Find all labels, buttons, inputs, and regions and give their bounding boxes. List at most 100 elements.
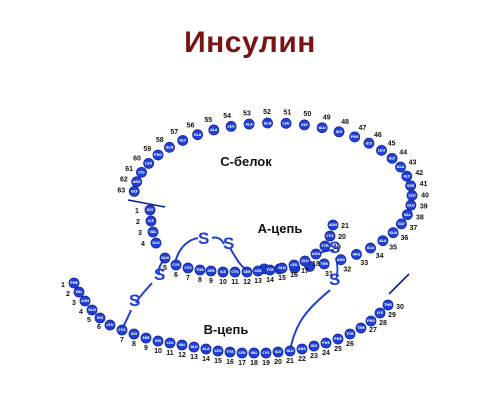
residue-number: 62 bbox=[120, 177, 128, 184]
residue-abbreviation: THR bbox=[384, 303, 392, 307]
residue-number: 12 bbox=[178, 352, 186, 359]
residue-abbreviation: TYR bbox=[346, 332, 354, 336]
residue-abbreviation: LEU bbox=[290, 263, 297, 267]
residue-number: 19 bbox=[262, 360, 270, 367]
residue-abbreviation: LYS bbox=[138, 171, 145, 175]
amino-acid-residue bbox=[335, 254, 347, 266]
amino-acid-residue bbox=[327, 219, 339, 231]
residue-abbreviation: GLU bbox=[194, 133, 202, 137]
amino-acid-residue bbox=[164, 141, 175, 153]
residue-number: 14 bbox=[266, 277, 274, 284]
residue-number: 7 bbox=[186, 275, 190, 282]
amino-acid-residue bbox=[248, 347, 260, 359]
residue-abbreviation: ASN bbox=[312, 252, 320, 256]
residue-abbreviation: GLY bbox=[275, 350, 282, 354]
residue-number: 45 bbox=[388, 140, 396, 147]
residue-number: 36 bbox=[401, 235, 409, 242]
residue-number: 25 bbox=[334, 346, 342, 353]
residue-abbreviation: GLN bbox=[88, 308, 96, 312]
residue-number: 42 bbox=[415, 170, 423, 177]
residue-number: 17 bbox=[238, 360, 246, 367]
residue-number: 9 bbox=[209, 278, 213, 285]
residue-number: 8 bbox=[132, 341, 136, 348]
amino-acid-residue bbox=[229, 266, 241, 278]
residue-number: 41 bbox=[420, 181, 428, 188]
residue-number: 11 bbox=[166, 350, 174, 357]
amino-acid-residue bbox=[377, 235, 389, 247]
residue-abbreviation: ALA bbox=[397, 165, 405, 169]
residue-abbreviation: ALA bbox=[210, 128, 218, 132]
residue-number: 19 bbox=[333, 244, 341, 251]
amino-acid-residue bbox=[276, 262, 288, 274]
residue-number: 53 bbox=[243, 110, 251, 117]
amino-acid-residue bbox=[318, 258, 330, 270]
amino-acid-residue bbox=[396, 218, 407, 230]
amino-acid-residue bbox=[308, 340, 320, 352]
amino-acid-residue bbox=[140, 332, 152, 344]
page-title: Инсулин bbox=[184, 26, 316, 59]
amino-acid-residue bbox=[159, 252, 171, 264]
amino-acid-residue bbox=[164, 337, 176, 349]
residue-abbreviation: CYS bbox=[184, 266, 192, 270]
residue-abbreviation: GLY bbox=[311, 344, 318, 348]
amino-acid-residue bbox=[94, 312, 106, 324]
residue-number: 5 bbox=[163, 265, 167, 272]
residue-abbreviation: LEU bbox=[106, 323, 113, 327]
residue-number: 4 bbox=[141, 241, 145, 248]
residue-number: 1 bbox=[61, 282, 65, 289]
residue-number: 39 bbox=[420, 204, 428, 211]
residue-abbreviation: CYS bbox=[118, 328, 126, 332]
residue-abbreviation: TYR bbox=[321, 244, 329, 248]
chain-labels: С-белок А-цепь В-цепь bbox=[204, 154, 303, 337]
amino-acid-residue bbox=[116, 324, 128, 336]
amino-acid-residue bbox=[260, 347, 272, 359]
sulfur-atom: S bbox=[223, 234, 234, 253]
amino-acid-residue bbox=[243, 118, 255, 130]
b-chain-label: В-цепь bbox=[204, 322, 249, 337]
residue-number: 9 bbox=[144, 345, 148, 352]
sulfur-atom: S bbox=[329, 238, 340, 257]
amino-acid-residue bbox=[188, 341, 200, 353]
residue-abbreviation: GLU bbox=[190, 345, 198, 349]
amino-acid-residue bbox=[284, 345, 296, 357]
residue-abbreviation: GLY bbox=[366, 141, 373, 145]
amino-acid-residue bbox=[365, 242, 376, 254]
residue-abbreviation: TYR bbox=[266, 268, 274, 272]
amino-acid-residue bbox=[224, 346, 236, 358]
residue-number: 16 bbox=[290, 272, 298, 279]
amino-acid-residue bbox=[324, 230, 336, 242]
residue-abbreviation: LEU bbox=[378, 149, 385, 153]
residue-abbreviation: ARG bbox=[298, 347, 306, 351]
residue-abbreviation: LEU bbox=[227, 125, 234, 129]
amino-acid-residue bbox=[310, 248, 322, 260]
residue-abbreviation: PRO bbox=[367, 319, 375, 323]
residue-abbreviation: ALA bbox=[245, 122, 253, 126]
residue-abbreviation: SER bbox=[407, 184, 415, 188]
residue-number: 18 bbox=[312, 261, 320, 268]
residue-number: 20 bbox=[274, 359, 282, 366]
amino-acid-residue bbox=[236, 347, 248, 359]
residue-abbreviation: GLN bbox=[161, 256, 169, 260]
residue-abbreviation: GLU bbox=[367, 246, 375, 250]
sulfur-atom: S bbox=[198, 229, 209, 248]
residue-abbreviation: HIS bbox=[97, 316, 104, 320]
sulfur-atom: S bbox=[129, 291, 140, 310]
residue-number: 13 bbox=[190, 354, 198, 361]
amino-acid-residue bbox=[401, 209, 413, 221]
residue-abbreviation: GLU bbox=[301, 259, 309, 263]
amino-acid-residue bbox=[316, 122, 328, 134]
residue-number: 21 bbox=[341, 223, 349, 230]
residue-number: 33 bbox=[360, 260, 368, 267]
amino-acid-residue bbox=[143, 157, 155, 169]
amino-acid-residue bbox=[401, 170, 413, 182]
residue-number: 8 bbox=[198, 277, 202, 284]
residue-abbreviation: ARG bbox=[337, 258, 345, 262]
residue-abbreviation: GLY bbox=[389, 157, 396, 161]
amino-acid-residue bbox=[152, 335, 164, 347]
residue-number: 10 bbox=[219, 279, 227, 286]
residue-number: 46 bbox=[374, 132, 382, 139]
residue-abbreviation: LEU bbox=[238, 351, 245, 355]
